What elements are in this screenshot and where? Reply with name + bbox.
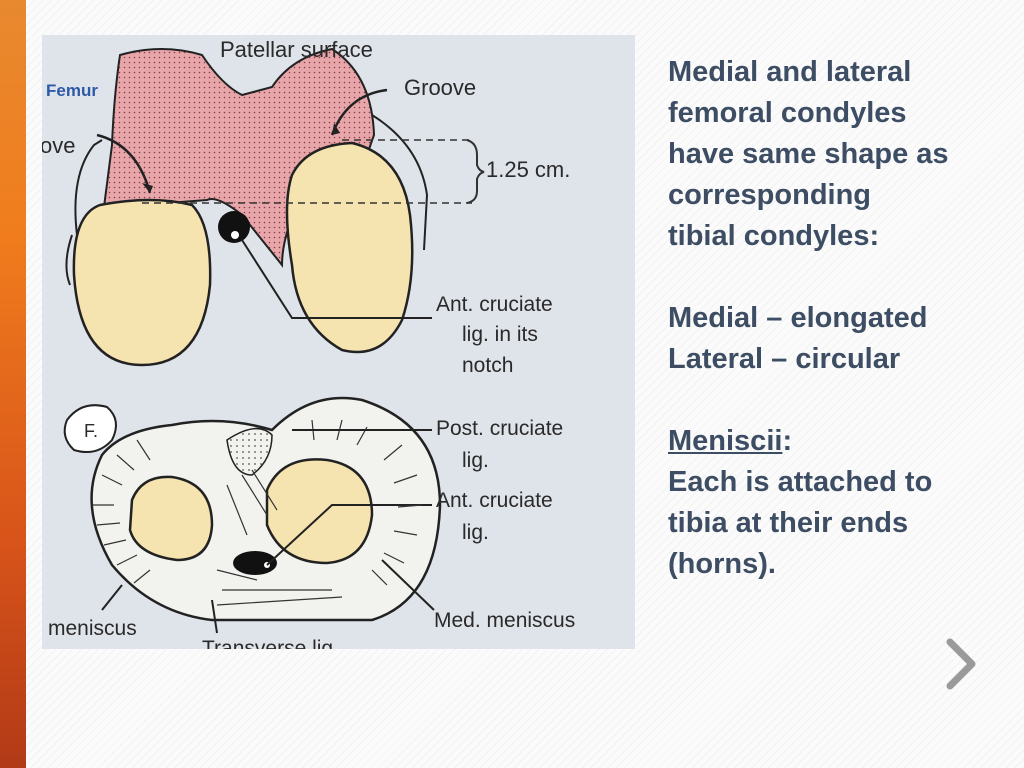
menisci-heading-line: Meniscii: [668,421,1013,462]
femur-outline [74,139,103,236]
menisci-heading: Meniscii [668,425,783,457]
label-post-cruciate-2: lig. [462,449,489,472]
label-ant-cruciate-notch-2: lig. in its [462,323,538,346]
menisci-colon: : [782,425,793,457]
text-menisci-3: (horns). [668,548,776,580]
measurement-lines [142,139,472,204]
next-slide-button[interactable] [940,636,984,692]
label-transverse-lig: Transverse lig [202,637,333,649]
text-menisci-2: tibia at their ends [668,507,909,539]
label-femur: Femur [46,81,98,100]
ant-cruciate-notch [218,211,250,243]
text-medial: Medial – elongated [668,302,928,334]
label-medial-meniscus: Med. meniscus [434,609,575,632]
chevron-right-icon [946,638,976,690]
text-line-3: have same shape as [668,138,949,170]
post-cruciate-area [226,427,273,476]
label-ant-cruciate-1: Ant. cruciate [436,489,553,512]
text-line-5: tibial condyles: [668,220,880,252]
label-groove-left: ove [42,133,75,158]
text-menisci-1: Each is attached to [668,466,933,498]
fibula [63,404,117,453]
text-line-4: corresponding [668,179,872,211]
label-fibula: F. [84,421,98,441]
slide-body-text: Medial and lateral femoral condyles have… [668,52,1013,585]
lateral-condyle [72,198,212,367]
knee-diagram: Patellar surface Groove ove 1.25 cm. Ant… [42,37,575,649]
label-ant-cruciate-notch-1: Ant. cruciate [436,293,553,316]
groove-arrow-left [96,133,152,194]
label-post-cruciate-1: Post. cruciate [436,417,563,440]
medial-condyle [285,141,414,354]
meniscus-fibers [92,419,423,606]
accent-side-bar [0,0,26,768]
label-measurement: 1.25 cm. [486,157,570,182]
label-lateral-meniscus: meniscus [48,617,137,640]
text-lateral: Lateral – circular [668,343,901,375]
text-line-1: Medial and lateral [668,56,912,88]
lateral-tibial-condyle [128,475,214,562]
medial-tibial-condyle [265,458,374,565]
label-groove-right: Groove [404,75,476,100]
label-ant-cruciate-2: lig. [462,521,489,544]
label-patellar-surface: Patellar surface [220,37,373,62]
label-ant-cruciate-notch-3: notch [462,354,513,377]
ant-cruciate-attachment [233,551,277,575]
knee-anatomy-figure: Patellar surface Groove ove 1.25 cm. Ant… [42,35,635,649]
text-line-2: femoral condyles [668,97,907,129]
